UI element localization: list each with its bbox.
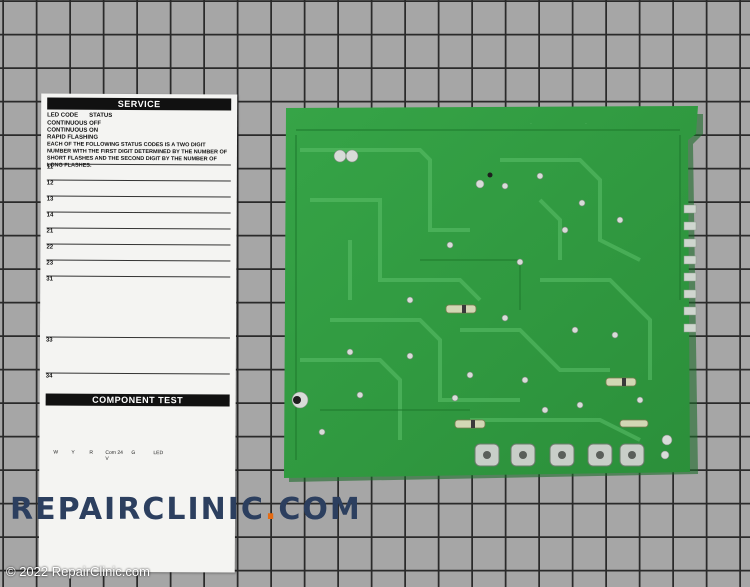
watermark-repair: REPAIR xyxy=(10,492,143,527)
terminal-w: W xyxy=(53,449,59,456)
code-item: 14 xyxy=(46,211,231,229)
terminal-lugs xyxy=(474,443,645,467)
code-item: 23 xyxy=(46,259,231,277)
led-indicator: LED xyxy=(153,450,164,457)
diodes xyxy=(445,304,649,429)
copyright-text: © 2022 RepairClinic.com xyxy=(6,564,150,579)
terminal-com: Com 24 V xyxy=(105,449,123,462)
code-item: 34 xyxy=(45,372,230,395)
code-list: 11 12 13 14 21 22 23 31 33 34 xyxy=(45,163,231,395)
code-item: 21 xyxy=(46,227,231,245)
code-item: 12 xyxy=(46,179,231,197)
watermark-clinic: CLINIC xyxy=(142,492,265,527)
terminal-g: G xyxy=(131,449,136,456)
circuit-board: . . xyxy=(284,106,703,482)
repairclinic-watermark: REPAIRCLINIC.COM xyxy=(10,492,362,527)
watermark-dot: . xyxy=(264,492,279,527)
code-item: 13 xyxy=(46,195,231,213)
terminal-y: Y xyxy=(71,449,75,456)
component-test-title: COMPONENT TEST xyxy=(45,393,230,407)
service-label-title: SERVICE xyxy=(47,97,232,111)
status-header: STATUS xyxy=(89,112,113,119)
watermark-com: COM xyxy=(278,492,362,527)
led-code-header: LED CODE xyxy=(47,112,79,119)
code-item: 22 xyxy=(46,243,231,261)
code-item: 11 xyxy=(46,163,231,181)
svg-text:.: . xyxy=(585,119,587,126)
code-item: 33 xyxy=(45,336,230,374)
svg-text:.: . xyxy=(530,119,532,126)
code-item: 31 xyxy=(45,275,231,338)
terminal-r: R xyxy=(89,449,94,456)
